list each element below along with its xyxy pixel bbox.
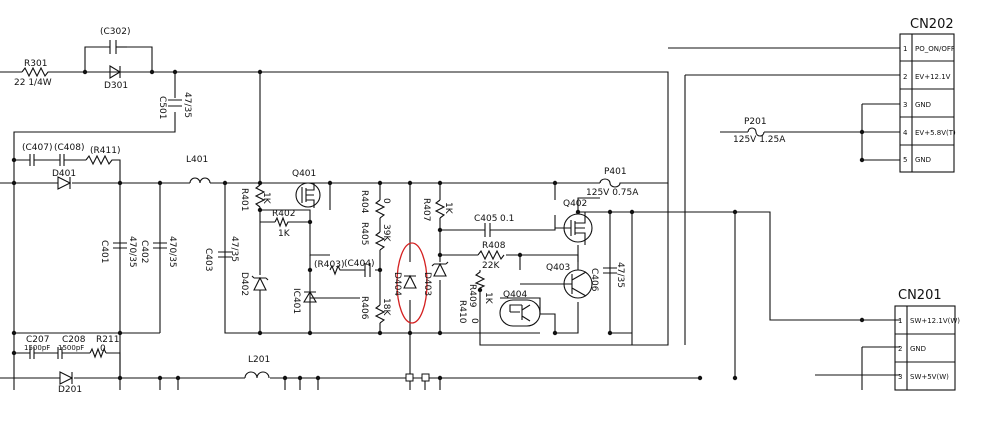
c208-value: 1500pF (58, 344, 84, 352)
cn201-pin1-num: 1 (898, 317, 902, 325)
d404-ref: D404 (392, 272, 402, 296)
r404-value: 0 (381, 198, 391, 204)
c207-ref: C207 (26, 335, 49, 345)
c405-ref: C405 (474, 214, 497, 224)
c407-ref: (C407) (22, 143, 53, 153)
wires (0, 46, 900, 390)
p201-value: 125V 1.25A (733, 135, 786, 145)
p401-value: 125V 0.75A (586, 188, 639, 198)
p201-ref: P201 (744, 117, 767, 127)
cn202-pin2-name: EV+12.1V (915, 73, 951, 81)
cn201-title: CN201 (898, 288, 942, 303)
c501-ref: C501 (157, 96, 167, 119)
ic401-ref: IC401 (291, 288, 301, 314)
c406-ref: C406 (589, 268, 599, 292)
cn202-pin2-num: 2 (903, 73, 907, 81)
r211-ref: R211 (96, 335, 119, 345)
r401-value: 1K (261, 192, 271, 205)
connector-cn202: CN202 1 PO_ON/OFF 2 EV+12.1V 3 GND 4 EV+… (899, 17, 956, 173)
c408-ref: (C408) (54, 143, 85, 153)
r211-value: 0 (100, 344, 106, 354)
c501-value: 47/35 (182, 92, 192, 118)
r409-ref: R409 (467, 284, 477, 308)
r408-ref: R408 (482, 241, 506, 251)
r410-value: 0 (469, 318, 479, 324)
r403-ref: (R403) (314, 260, 344, 270)
cn201-pin1-name: SW+12.1V(W) (910, 317, 960, 325)
component-symbols (21, 40, 765, 385)
d401-ref: D401 (52, 169, 76, 179)
r404-ref: R404 (359, 190, 369, 214)
p401-ref: P401 (604, 167, 627, 177)
d402-ref: D402 (239, 272, 249, 296)
junctions (11, 69, 865, 382)
cn202-pin5-num: 5 (903, 156, 907, 164)
d403-ref: D403 (422, 272, 432, 296)
highlight-ellipse (396, 242, 428, 324)
cn202-pin1-name: PO_ON/OFF (915, 45, 955, 53)
r407-ref: R407 (421, 198, 431, 221)
c208-ref: C208 (62, 335, 86, 345)
cn202-pin4-num: 4 (903, 129, 908, 137)
q402-ref: Q402 (563, 199, 587, 209)
c403-ref: C403 (203, 248, 213, 271)
cn202-pin3-num: 3 (903, 101, 907, 109)
q404-ref: Q404 (503, 290, 528, 300)
cn202-pin5-name: GND (915, 156, 931, 164)
r411-ref: (R411) (90, 146, 120, 156)
c207-value: 1500pF (24, 344, 50, 352)
r409-value: 1K (483, 292, 493, 305)
cn201-pin2-name: GND (910, 345, 926, 353)
l201-ref: L201 (248, 355, 270, 365)
r405-ref: R405 (359, 222, 369, 245)
c402-value: 470/35 (167, 236, 177, 268)
c406-value: 47/35 (615, 262, 625, 288)
r406-ref: R406 (359, 296, 369, 320)
q401-ref: Q401 (292, 169, 316, 179)
r406-value: 18K (381, 298, 391, 316)
connector-cn201: CN201 1 SW+12.1V(W) 2 GND 3 SW+5V(W) (894, 288, 960, 391)
r405-value: 39K (381, 224, 391, 242)
d201-ref: D201 (58, 385, 82, 395)
r407-value: 1K (443, 202, 453, 215)
cn201-pin2-num: 2 (898, 345, 902, 353)
component-labels: R301 22 1/4W (C302) D301 C501 47/35 (C40… (14, 27, 786, 395)
cn201-pin3-name: SW+5V(W) (910, 373, 949, 381)
cn202-pin4-name: EV+5.8V(T) (915, 129, 956, 137)
c404-ref: (C404) (344, 259, 375, 269)
r410-ref: R410 (457, 300, 467, 324)
c402-ref: C402 (139, 240, 149, 263)
r301-ref: R301 (24, 59, 47, 69)
r301-value: 22 1/4W (14, 78, 52, 88)
r402-ref: R402 (272, 209, 295, 219)
c401-ref: C401 (99, 240, 109, 263)
r402-value: 1K (278, 229, 291, 239)
r401-ref: R401 (239, 188, 249, 211)
cn202-pin3-name: GND (915, 101, 931, 109)
c403-value: 47/35 (229, 236, 239, 262)
cn201-pin3-num: 3 (898, 373, 902, 381)
d301-ref: D301 (104, 81, 128, 91)
q403-ref: Q403 (546, 263, 570, 273)
r408-value: 22K (482, 261, 500, 271)
c401-value: 470/35 (127, 236, 137, 268)
cn202-title: CN202 (910, 17, 954, 32)
cn202-pin1-num: 1 (903, 45, 907, 53)
l401-ref: L401 (186, 155, 208, 165)
c302-ref: (C302) (100, 27, 131, 37)
c405-value: 0.1 (500, 214, 514, 224)
